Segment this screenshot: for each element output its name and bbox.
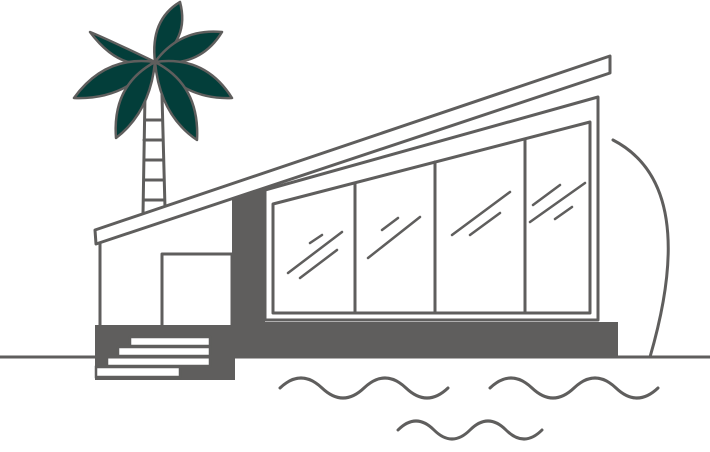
side-curve (611, 138, 670, 359)
stairs (94, 335, 212, 379)
structure (95, 187, 618, 380)
roof (93, 54, 612, 246)
palm-trunk (141, 93, 167, 216)
glass-reflections (286, 181, 587, 280)
window-glass (271, 120, 592, 315)
palm-leaves (72, 0, 234, 142)
water-waves (278, 376, 660, 441)
window-frame (263, 95, 600, 322)
door (160, 252, 234, 338)
